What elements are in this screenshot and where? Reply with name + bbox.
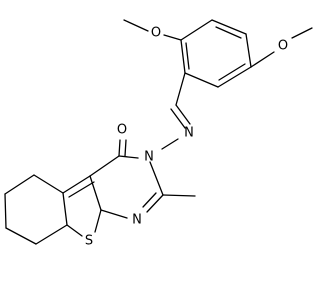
pyrimidinone-ring	[89, 139, 196, 219]
atom-n-lower: N	[132, 213, 142, 228]
svg-text:S: S	[85, 234, 93, 249]
thiophene-ring	[62, 175, 102, 237]
svg-text:O: O	[117, 123, 127, 138]
atom-o-right: O	[278, 39, 288, 54]
svg-text:O: O	[278, 39, 288, 54]
svg-text:N: N	[184, 126, 194, 141]
atom-n-ring: N	[144, 150, 154, 165]
svg-text:N: N	[132, 213, 142, 228]
benzene-ring	[180, 19, 252, 88]
atom-s-ring: S	[85, 234, 93, 249]
atom-n-imine: N	[184, 126, 194, 141]
imine-linkage	[161, 72, 191, 150]
svg-text:N: N	[144, 150, 154, 165]
cyclohexene-ring	[4, 174, 68, 245]
methoxy-top	[123, 19, 182, 41]
svg-text:O: O	[151, 26, 161, 41]
atom-o-top: O	[151, 26, 161, 41]
atom-o-carbonyl: O	[117, 123, 127, 138]
methoxy-right	[250, 27, 313, 68]
